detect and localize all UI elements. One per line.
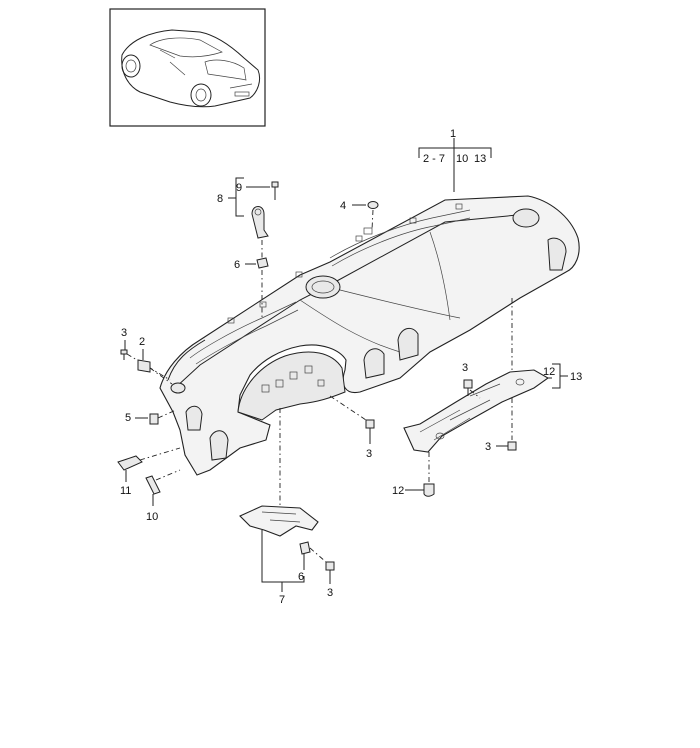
part-6-top-clip: 6 bbox=[234, 257, 269, 320]
callout-10: 10 bbox=[146, 511, 158, 523]
callout-6-top: 6 bbox=[234, 259, 240, 271]
callout-1-b: 13 bbox=[474, 153, 486, 165]
callout-9: 9 bbox=[236, 182, 242, 194]
callout-8: 8 bbox=[217, 193, 223, 205]
left-fasteners: 3 2 5 11 10 bbox=[117, 327, 181, 523]
lower-bracket-assembly: 7 6 3 bbox=[239, 408, 335, 606]
callout-1-bracket: 1 2 - 7 10 13 bbox=[418, 128, 492, 192]
callout-1: 1 bbox=[450, 128, 456, 140]
callout-3-left: 3 bbox=[121, 327, 127, 339]
center-bolt: 3 bbox=[329, 395, 375, 460]
callout-5: 5 bbox=[125, 412, 131, 424]
part-8-bracket: 9 8 bbox=[217, 177, 279, 262]
callout-13: 13 bbox=[570, 371, 582, 383]
callout-11: 11 bbox=[120, 485, 131, 497]
callout-3-center: 3 bbox=[366, 448, 372, 460]
callout-1-range: 2 - 7 bbox=[423, 153, 445, 165]
dashboard-carrier bbox=[159, 195, 580, 476]
callout-3-lower-right: 3 bbox=[485, 441, 491, 453]
callout-3-bottom: 3 bbox=[327, 587, 333, 599]
right-bracket: 12 13 3 3 12 bbox=[392, 298, 582, 497]
callout-6-bottom: 6 bbox=[298, 571, 304, 583]
callout-2: 2 bbox=[139, 336, 145, 348]
callout-4: 4 bbox=[340, 200, 346, 212]
callout-3-upper-right: 3 bbox=[462, 362, 468, 374]
callout-1-a: 10 bbox=[456, 153, 468, 165]
part-4-clip: 4 bbox=[340, 200, 379, 231]
vehicle-thumbnail bbox=[109, 8, 266, 127]
callout-12-lower: 12 bbox=[392, 485, 404, 497]
callout-12-right: 12 bbox=[543, 366, 555, 378]
callout-7: 7 bbox=[279, 594, 285, 606]
